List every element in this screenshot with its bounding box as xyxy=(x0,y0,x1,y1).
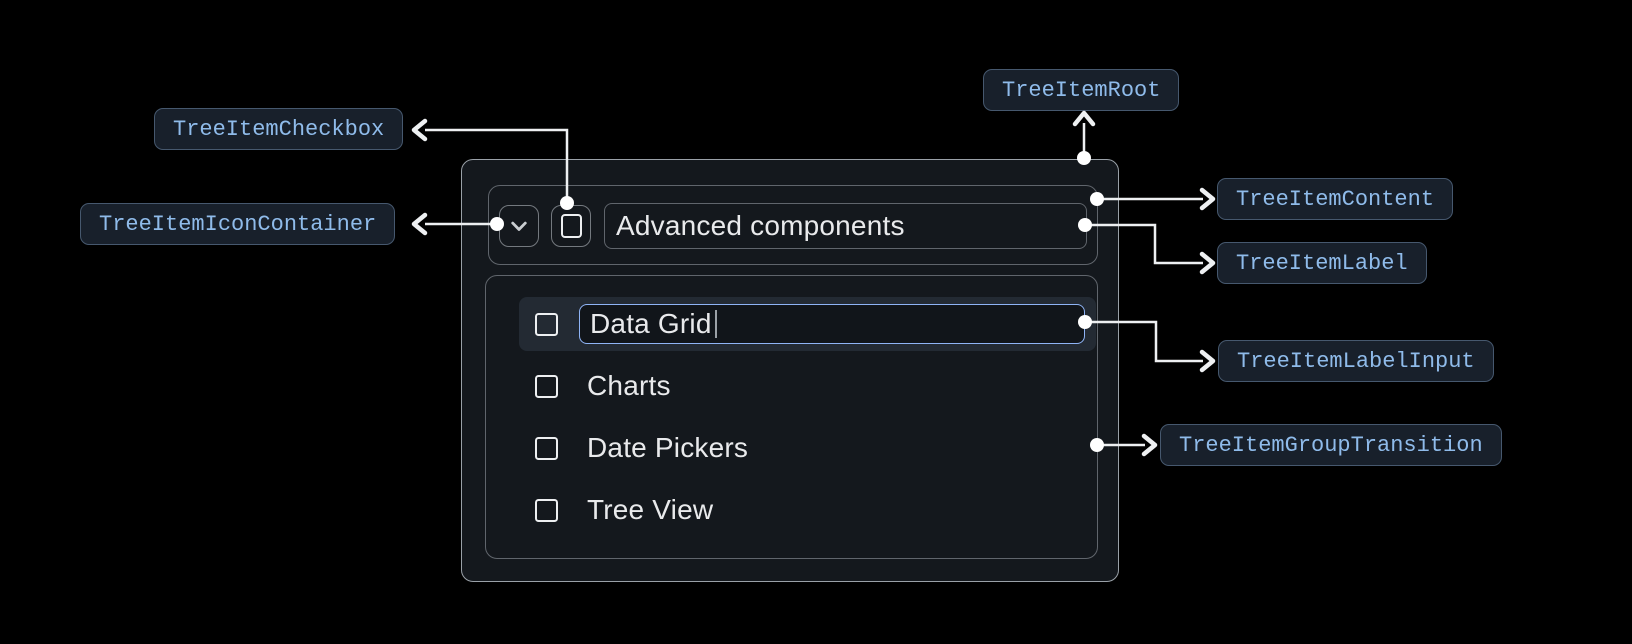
text-caret xyxy=(714,310,718,338)
arrowhead-right-icon xyxy=(1141,433,1158,457)
tree-row-data-grid[interactable]: Data Grid xyxy=(519,297,1096,351)
tree-row-date-pickers[interactable]: Date Pickers xyxy=(519,421,1096,475)
arrowhead-left-icon xyxy=(411,118,428,142)
row-checkbox-icon[interactable] xyxy=(535,312,558,336)
label-input-value: Data Grid xyxy=(590,308,712,339)
arrowhead-right-icon xyxy=(1199,349,1216,373)
tree-item-label: Advanced components xyxy=(604,203,1087,249)
annotation-tree-item-label: TreeItemLabel xyxy=(1217,242,1427,284)
checkbox-blank-icon xyxy=(560,214,582,238)
row-checkbox-icon[interactable] xyxy=(535,374,558,398)
tree-row-tree-view[interactable]: Tree View xyxy=(519,483,1096,537)
tree-item-checkbox[interactable] xyxy=(551,205,591,247)
annotation-tree-item-root: TreeItemRoot xyxy=(983,69,1180,111)
tree-item-content[interactable]: Advanced components xyxy=(488,185,1098,265)
tree-item-icon-container[interactable] xyxy=(499,205,539,247)
annotation-tree-item-checkbox: TreeItemCheckbox xyxy=(154,108,404,150)
annotation-tree-item-group-transition: TreeItemGroupTransition xyxy=(1160,424,1502,466)
row-label: Tree View xyxy=(587,494,714,525)
row-label: Charts xyxy=(587,370,671,401)
parent-label-text: Advanced components xyxy=(616,210,905,241)
tree-item-label-input[interactable]: Data Grid xyxy=(579,304,1085,344)
row-checkbox-icon[interactable] xyxy=(535,436,558,460)
tree-item-group-transition: Data Grid Charts Date Pickers Tree View xyxy=(485,275,1098,559)
row-label: Date Pickers xyxy=(587,432,749,463)
tree-row-charts[interactable]: Charts xyxy=(519,359,1096,413)
arrowhead-right-icon xyxy=(1199,187,1216,211)
arrowhead-right-icon xyxy=(1199,251,1216,275)
arrowhead-up-icon xyxy=(1072,110,1096,127)
annotation-tree-item-label-input: TreeItemLabelInput xyxy=(1218,340,1494,382)
chevron-down-icon xyxy=(511,221,527,231)
annotation-tree-item-icon-container: TreeItemIconContainer xyxy=(80,203,396,245)
arrowhead-left-icon xyxy=(411,212,428,236)
annotation-tree-item-content: TreeItemContent xyxy=(1217,178,1454,220)
tree-item-root: Advanced components Data Grid Charts Dat… xyxy=(461,159,1119,582)
row-checkbox-icon[interactable] xyxy=(535,498,558,522)
